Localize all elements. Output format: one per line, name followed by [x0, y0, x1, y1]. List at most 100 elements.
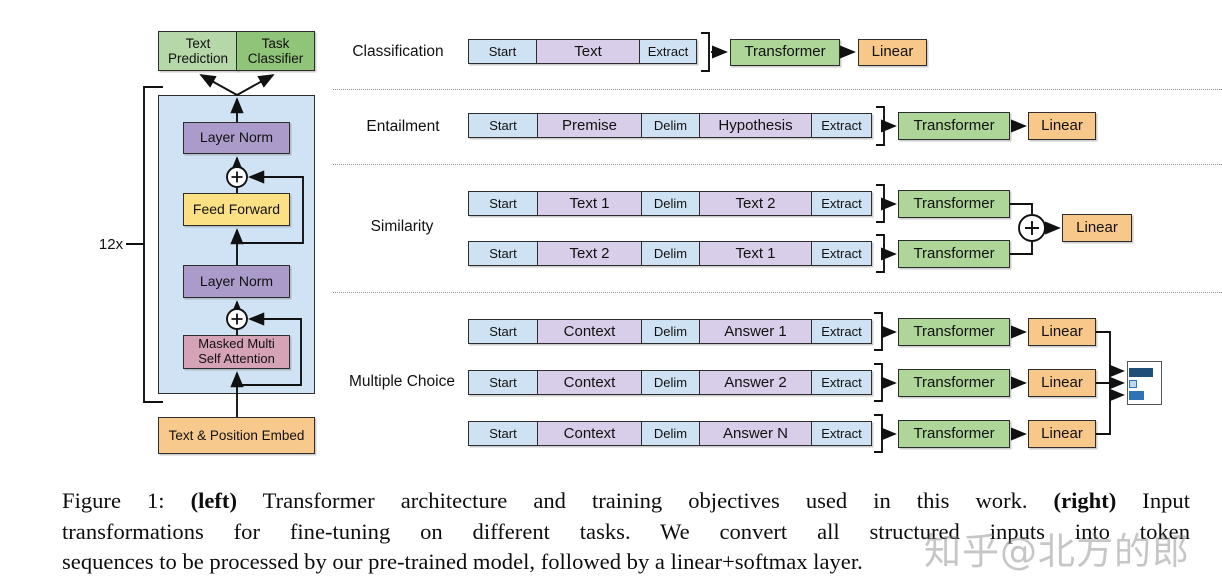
section-divider-1	[333, 89, 1222, 90]
token-start: Start	[469, 371, 537, 394]
section-divider-3	[333, 292, 1222, 293]
token-text2: Text 2	[699, 192, 811, 215]
mc-bracket-3	[874, 414, 883, 453]
similarity-plus-icon	[1025, 221, 1039, 235]
token-premise: Premise	[537, 114, 641, 137]
multiple-choice-token-strip-3: Start Context Delim Answer N Extract	[468, 421, 872, 446]
classification-token-strip: Start Text Extract	[468, 39, 697, 64]
box-task-classifier: Task Classifier	[236, 31, 315, 71]
multiple-choice-label: Multiple Choice	[349, 373, 455, 390]
entailment-bracket	[876, 106, 885, 146]
classification-bracket	[701, 32, 710, 72]
token-context: Context	[537, 320, 641, 343]
mc-linear-box-2: Linear	[1028, 369, 1096, 397]
similarity-token-strip-2: Start Text 2 Delim Text 1 Extract	[468, 241, 872, 266]
token-start: Start	[469, 114, 537, 137]
arrow-to-text-prediction	[199, 74, 238, 96]
box-layer-norm-top: Layer Norm	[183, 122, 290, 154]
token-start: Start	[469, 242, 537, 265]
section-divider-2	[333, 164, 1222, 165]
entailment-transformer-box: Transformer	[898, 112, 1010, 140]
similarity-token-strip-1: Start Text 1 Delim Text 2 Extract	[468, 191, 872, 216]
box-text-prediction: Text Prediction	[158, 31, 238, 71]
box-feed-forward: Feed Forward	[183, 193, 290, 226]
mc-linear-box-3: Linear	[1028, 420, 1096, 448]
watermark-text: 知乎@北方的郎	[924, 530, 1190, 573]
token-extract: Extract	[811, 192, 871, 215]
token-context: Context	[537, 371, 641, 394]
layer-norm-bottom-label: Layer Norm	[199, 272, 274, 289]
token-delim: Delim	[641, 242, 699, 265]
entailment-token-strip: Start Premise Delim Hypothesis Extract	[468, 113, 872, 138]
mc-to-softmax-1	[1096, 331, 1125, 378]
token-extract: Extract	[639, 40, 696, 63]
token-text1: Text 1	[699, 242, 811, 265]
mc-transformer-box-2: Transformer	[898, 369, 1010, 397]
entailment-label: Entailment	[366, 118, 440, 135]
figure-caption: Figure 1: (left) Transformer architectur…	[62, 486, 1190, 578]
token-delim: Delim	[641, 422, 699, 445]
text-prediction-label: Text Prediction	[167, 35, 229, 66]
token-extract: Extract	[811, 320, 871, 343]
token-start: Start	[469, 40, 536, 63]
masked-attention-label: Masked Multi Self Attention	[198, 336, 275, 366]
similarity-bracket-1	[876, 184, 885, 223]
box-layer-norm-bottom: Layer Norm	[183, 265, 290, 298]
similarity-plus-circle	[1018, 214, 1046, 242]
token-delim: Delim	[641, 371, 699, 394]
token-delim: Delim	[641, 320, 699, 343]
token-answer-n: Answer N	[699, 422, 811, 445]
similarity-transformer-box-1: Transformer	[898, 190, 1010, 218]
layer-norm-top-label: Layer Norm	[199, 129, 274, 146]
classification-linear-box: Linear	[858, 39, 927, 66]
token-start: Start	[469, 320, 537, 343]
token-start: Start	[469, 192, 537, 215]
caption-left-bold: (left)	[190, 488, 237, 513]
similarity-linear-box: Linear	[1062, 214, 1132, 242]
similarity-join-line-1	[1010, 203, 1033, 214]
box-text-position-embed: Text & Position Embed	[158, 417, 315, 454]
mc-linear-box-1: Linear	[1028, 318, 1096, 346]
token-extract: Extract	[811, 114, 871, 137]
feed-forward-label: Feed Forward	[192, 200, 281, 217]
token-text: Text	[536, 40, 639, 63]
caption-right-bold: (right)	[1053, 488, 1117, 513]
multiple-choice-token-strip-1: Start Context Delim Answer 1 Extract	[468, 319, 872, 344]
token-hypothesis: Hypothesis	[699, 114, 811, 137]
similarity-transformer-box-2: Transformer	[898, 240, 1010, 268]
token-delim: Delim	[641, 114, 699, 137]
mc-bracket-1	[874, 312, 883, 351]
token-answer-1: Answer 1	[699, 320, 811, 343]
softmax-bar-2	[1129, 380, 1137, 388]
softmax-bar-3	[1129, 391, 1144, 400]
classification-label: Classification	[352, 43, 444, 60]
multiple-choice-token-strip-2: Start Context Delim Answer 2 Extract	[468, 370, 872, 395]
similarity-label: Similarity	[370, 218, 434, 235]
token-extract: Extract	[811, 371, 871, 394]
token-extract: Extract	[811, 242, 871, 265]
mc-transformer-box-1: Transformer	[898, 318, 1010, 346]
repeat-12x-label: 12x	[98, 235, 124, 253]
token-text1: Text 1	[537, 192, 641, 215]
mc-bracket-2	[874, 363, 883, 402]
similarity-bracket-2	[876, 234, 885, 273]
entailment-linear-box: Linear	[1028, 112, 1096, 140]
classification-transformer-box: Transformer	[730, 39, 840, 66]
token-text2: Text 2	[537, 242, 641, 265]
arrow-to-task-classifier	[236, 74, 275, 96]
token-context: Context	[537, 422, 641, 445]
token-extract: Extract	[811, 422, 871, 445]
similarity-join-line-2	[1010, 242, 1033, 255]
caption-line-1: Figure 1: (left) Transformer architectur…	[62, 488, 1190, 513]
token-answer-2: Answer 2	[699, 371, 811, 394]
token-start: Start	[469, 422, 537, 445]
embed-label: Text & Position Embed	[168, 427, 305, 443]
task-classifier-label: Task Classifier	[247, 35, 304, 66]
softmax-bar-1	[1129, 368, 1153, 377]
mc-transformer-box-3: Transformer	[898, 420, 1010, 448]
caption-line-2: transformations for fine-tuning on diffe…	[62, 518, 1190, 544]
box-masked-attention: Masked Multi Self Attention	[183, 335, 290, 369]
mc-to-softmax-3	[1096, 388, 1125, 435]
token-delim: Delim	[641, 192, 699, 215]
